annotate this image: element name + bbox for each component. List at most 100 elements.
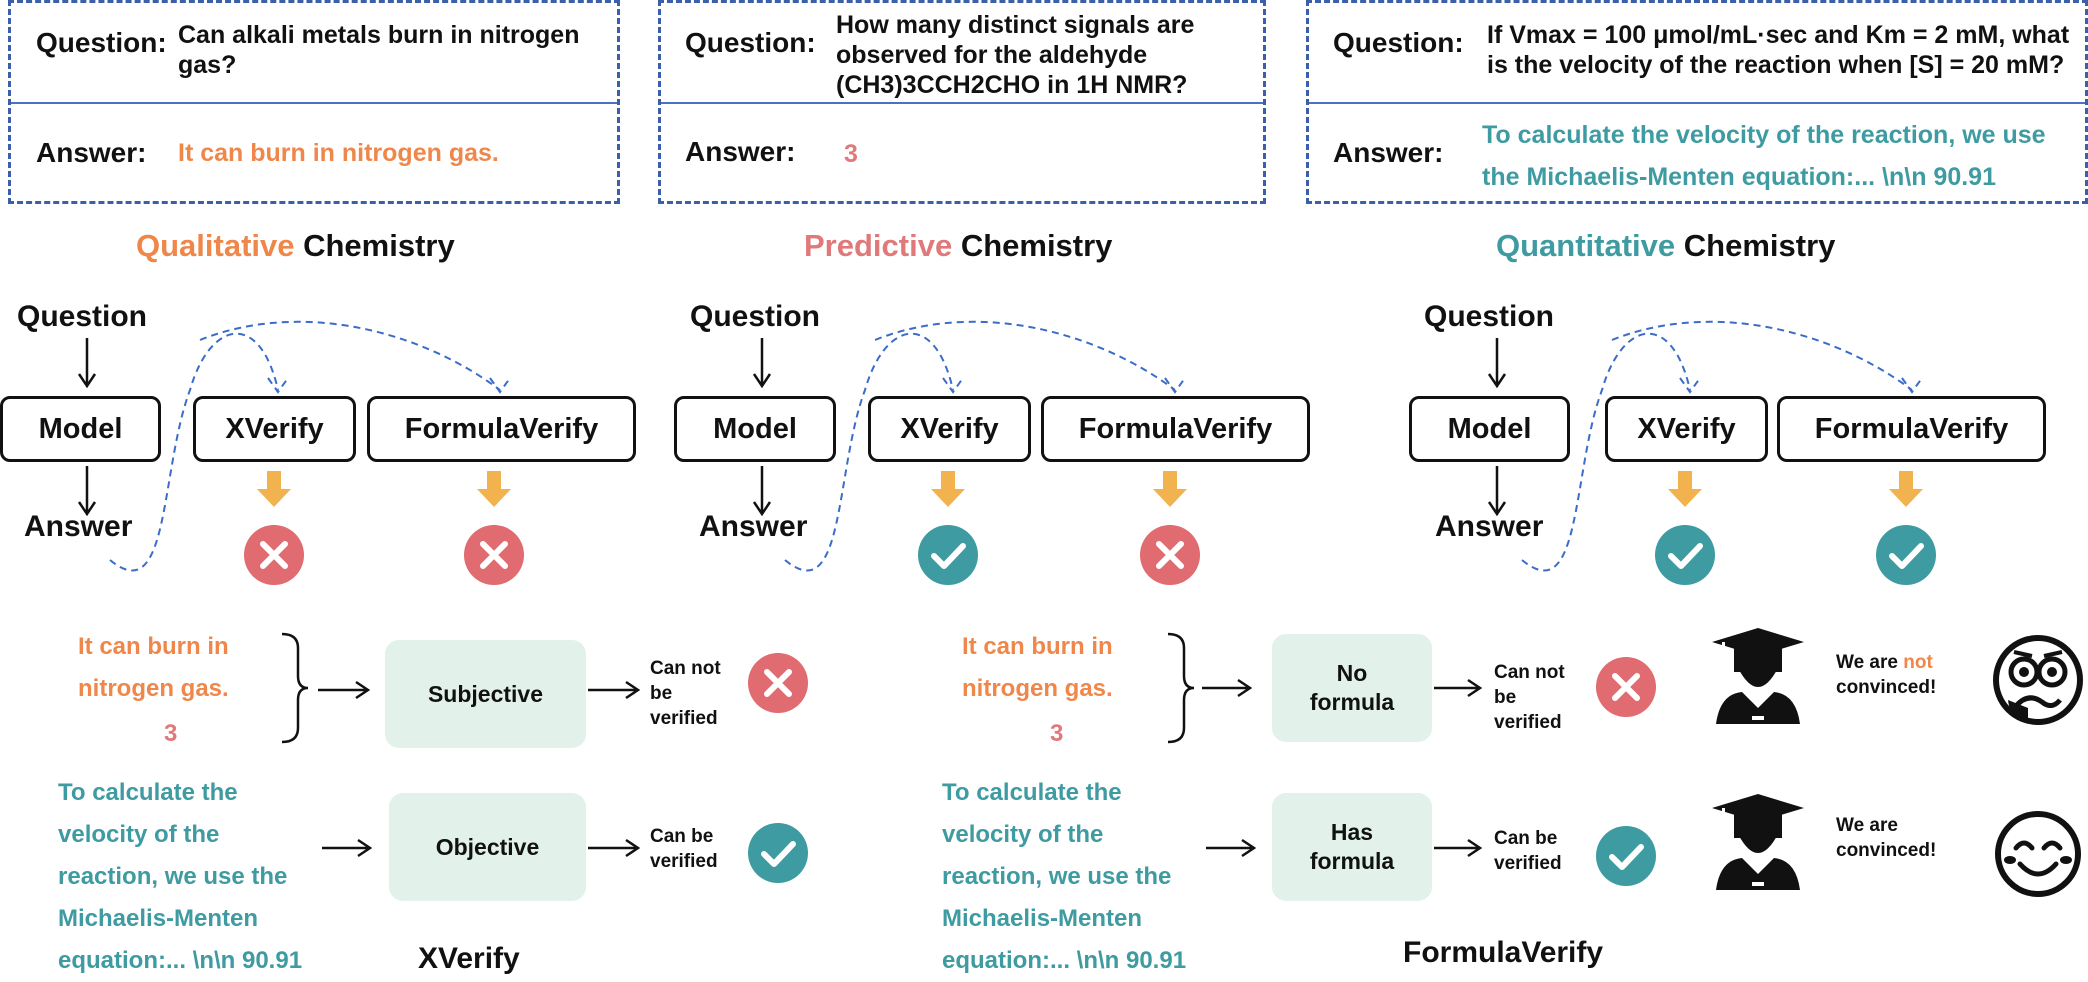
flow-question-label: Question: [17, 300, 148, 333]
text-part: We are: [1836, 652, 1904, 673]
happy-face-icon: [1995, 811, 2081, 897]
box-line: formula: [1309, 848, 1395, 874]
box-line: Has: [1330, 819, 1374, 845]
text-line: Can be: [650, 826, 714, 847]
down-arrow-icon: [477, 471, 511, 507]
question-line: If Vmax = 100 μmol/mL·sec and Km = 2 mM,…: [1487, 21, 2070, 49]
model-box: Model: [1409, 396, 1570, 462]
can-verify-text: Can be verified: [1494, 826, 1562, 876]
convinced-text: We are convinced!: [1836, 813, 1936, 863]
xverify-brace: [281, 632, 309, 744]
question-line: How many distinct signals are: [836, 11, 1195, 39]
can-verify-text: Can be verified: [650, 824, 718, 874]
formula-brace: [1167, 632, 1195, 744]
graduate-icon: [1712, 794, 1804, 890]
flow-answer-label: Answer: [1435, 510, 1544, 543]
text-line: verified: [1494, 853, 1562, 874]
model-box: Model: [674, 396, 836, 462]
formulaverify-box: FormulaVerify: [1041, 396, 1310, 462]
question-text: How many distinct signals are observed f…: [836, 10, 1194, 100]
panel-title-quantitative: Quantitative Chemistry: [1496, 228, 1835, 264]
formulaverify-box: FormulaVerify: [367, 396, 636, 462]
answer-line: velocity of the: [942, 821, 1104, 848]
formula-arrows: [1202, 678, 1483, 858]
flow-question-label: Question: [1424, 300, 1555, 333]
answer-line: To calculate the: [58, 779, 238, 806]
down-arrow-icon: [1153, 471, 1187, 507]
quantitative-answer: To calculate the velocity of the reactio…: [942, 772, 1186, 982]
answer-text: 3: [844, 140, 858, 168]
predictive-answer: 3: [164, 720, 178, 747]
panel2-dashed-curves: [784, 320, 1186, 572]
fail-icon: [244, 525, 304, 585]
panel-title-qualitative: Qualitative Chemistry: [136, 228, 455, 264]
text-line: Can not: [1494, 662, 1565, 683]
fail-icon: [1596, 657, 1656, 717]
fail-icon: [464, 525, 524, 585]
formulaverify-box: FormulaVerify: [1777, 396, 2046, 462]
question-text: If Vmax = 100 μmol/mL·sec and Km = 2 mM,…: [1487, 20, 2069, 80]
panel3-dashed-curves: [1521, 320, 1923, 572]
subjective-box: Subjective: [385, 640, 586, 748]
answer-label: Answer:: [1333, 137, 1444, 168]
answer-label: Answer:: [685, 136, 796, 167]
title-rest: Chemistry: [294, 228, 455, 263]
question-label: Question:: [1333, 27, 1464, 58]
title-keyword: Predictive: [804, 228, 953, 263]
objective-box: Objective: [389, 793, 586, 901]
qa-box-predictive: [658, 0, 1266, 204]
title-keyword: Quantitative: [1496, 228, 1676, 263]
down-arrow-icon: [931, 471, 965, 507]
answer-line: Michaelis-Menten: [58, 905, 259, 932]
answer-text: To calculate the velocity of the reactio…: [1482, 114, 2046, 198]
text-line: verified: [1494, 712, 1562, 733]
text-line: convinced!: [1836, 840, 1937, 861]
model-box: Model: [0, 396, 161, 462]
question-line: is the velocity of the reaction when [S]…: [1487, 51, 2065, 79]
qualitative-answer: It can burn in nitrogen gas.: [962, 626, 1113, 710]
answer-line: It can burn in: [962, 633, 1113, 660]
title-rest: Chemistry: [1675, 228, 1836, 263]
answer-line: To calculate the: [942, 779, 1122, 806]
text-emphasis: not: [1903, 652, 1933, 673]
graduate-icon: [1712, 628, 1804, 724]
answer-line: nitrogen gas.: [78, 675, 229, 702]
question-line: observed for the aldehyde: [836, 41, 1148, 69]
answer-line: equation:... \n\n 90.91: [942, 947, 1187, 974]
formulaverify-title: FormulaVerify: [1403, 936, 1604, 969]
no-formula-box: No formula: [1272, 634, 1432, 742]
panel3-arrows: [1487, 338, 1507, 517]
not-convinced-text: We are not convinced!: [1836, 650, 1936, 700]
fail-icon: [748, 653, 808, 713]
answer-line: It can burn in: [78, 633, 229, 660]
answer-line: equation:... \n\n 90.91: [58, 947, 303, 974]
down-arrow-icon: [1889, 471, 1923, 507]
answer-label: Answer:: [36, 137, 147, 168]
question-label: Question:: [36, 27, 167, 58]
panel2-arrows: [752, 338, 772, 517]
xverify-box: XVerify: [868, 396, 1031, 462]
pass-icon: [918, 525, 978, 585]
box-line: No: [1336, 660, 1368, 686]
qa-divider: [661, 102, 1263, 104]
skeptical-face-icon: [1993, 635, 2083, 725]
question-line: gas?: [178, 51, 237, 79]
flow-question-label: Question: [690, 300, 821, 333]
qa-box-quantitative: [1306, 0, 2088, 204]
pass-icon: [748, 823, 808, 883]
answer-line: the Michaelis-Menten equation:... \n\n 9…: [1482, 163, 1996, 191]
has-formula-box: Has formula: [1272, 793, 1432, 901]
question-label: Question:: [685, 27, 816, 58]
title-rest: Chemistry: [952, 228, 1113, 263]
fail-icon: [1140, 525, 1200, 585]
down-arrow-icon: [1668, 471, 1702, 507]
text-line: verified: [650, 851, 718, 872]
text-line: We are: [1836, 815, 1898, 836]
flow-answer-label: Answer: [699, 510, 808, 543]
text-line: be: [1494, 687, 1517, 708]
text-line: Can not: [650, 658, 721, 679]
text-line: be: [650, 683, 673, 704]
panel-title-predictive: Predictive Chemistry: [804, 228, 1112, 264]
pass-icon: [1876, 525, 1936, 585]
